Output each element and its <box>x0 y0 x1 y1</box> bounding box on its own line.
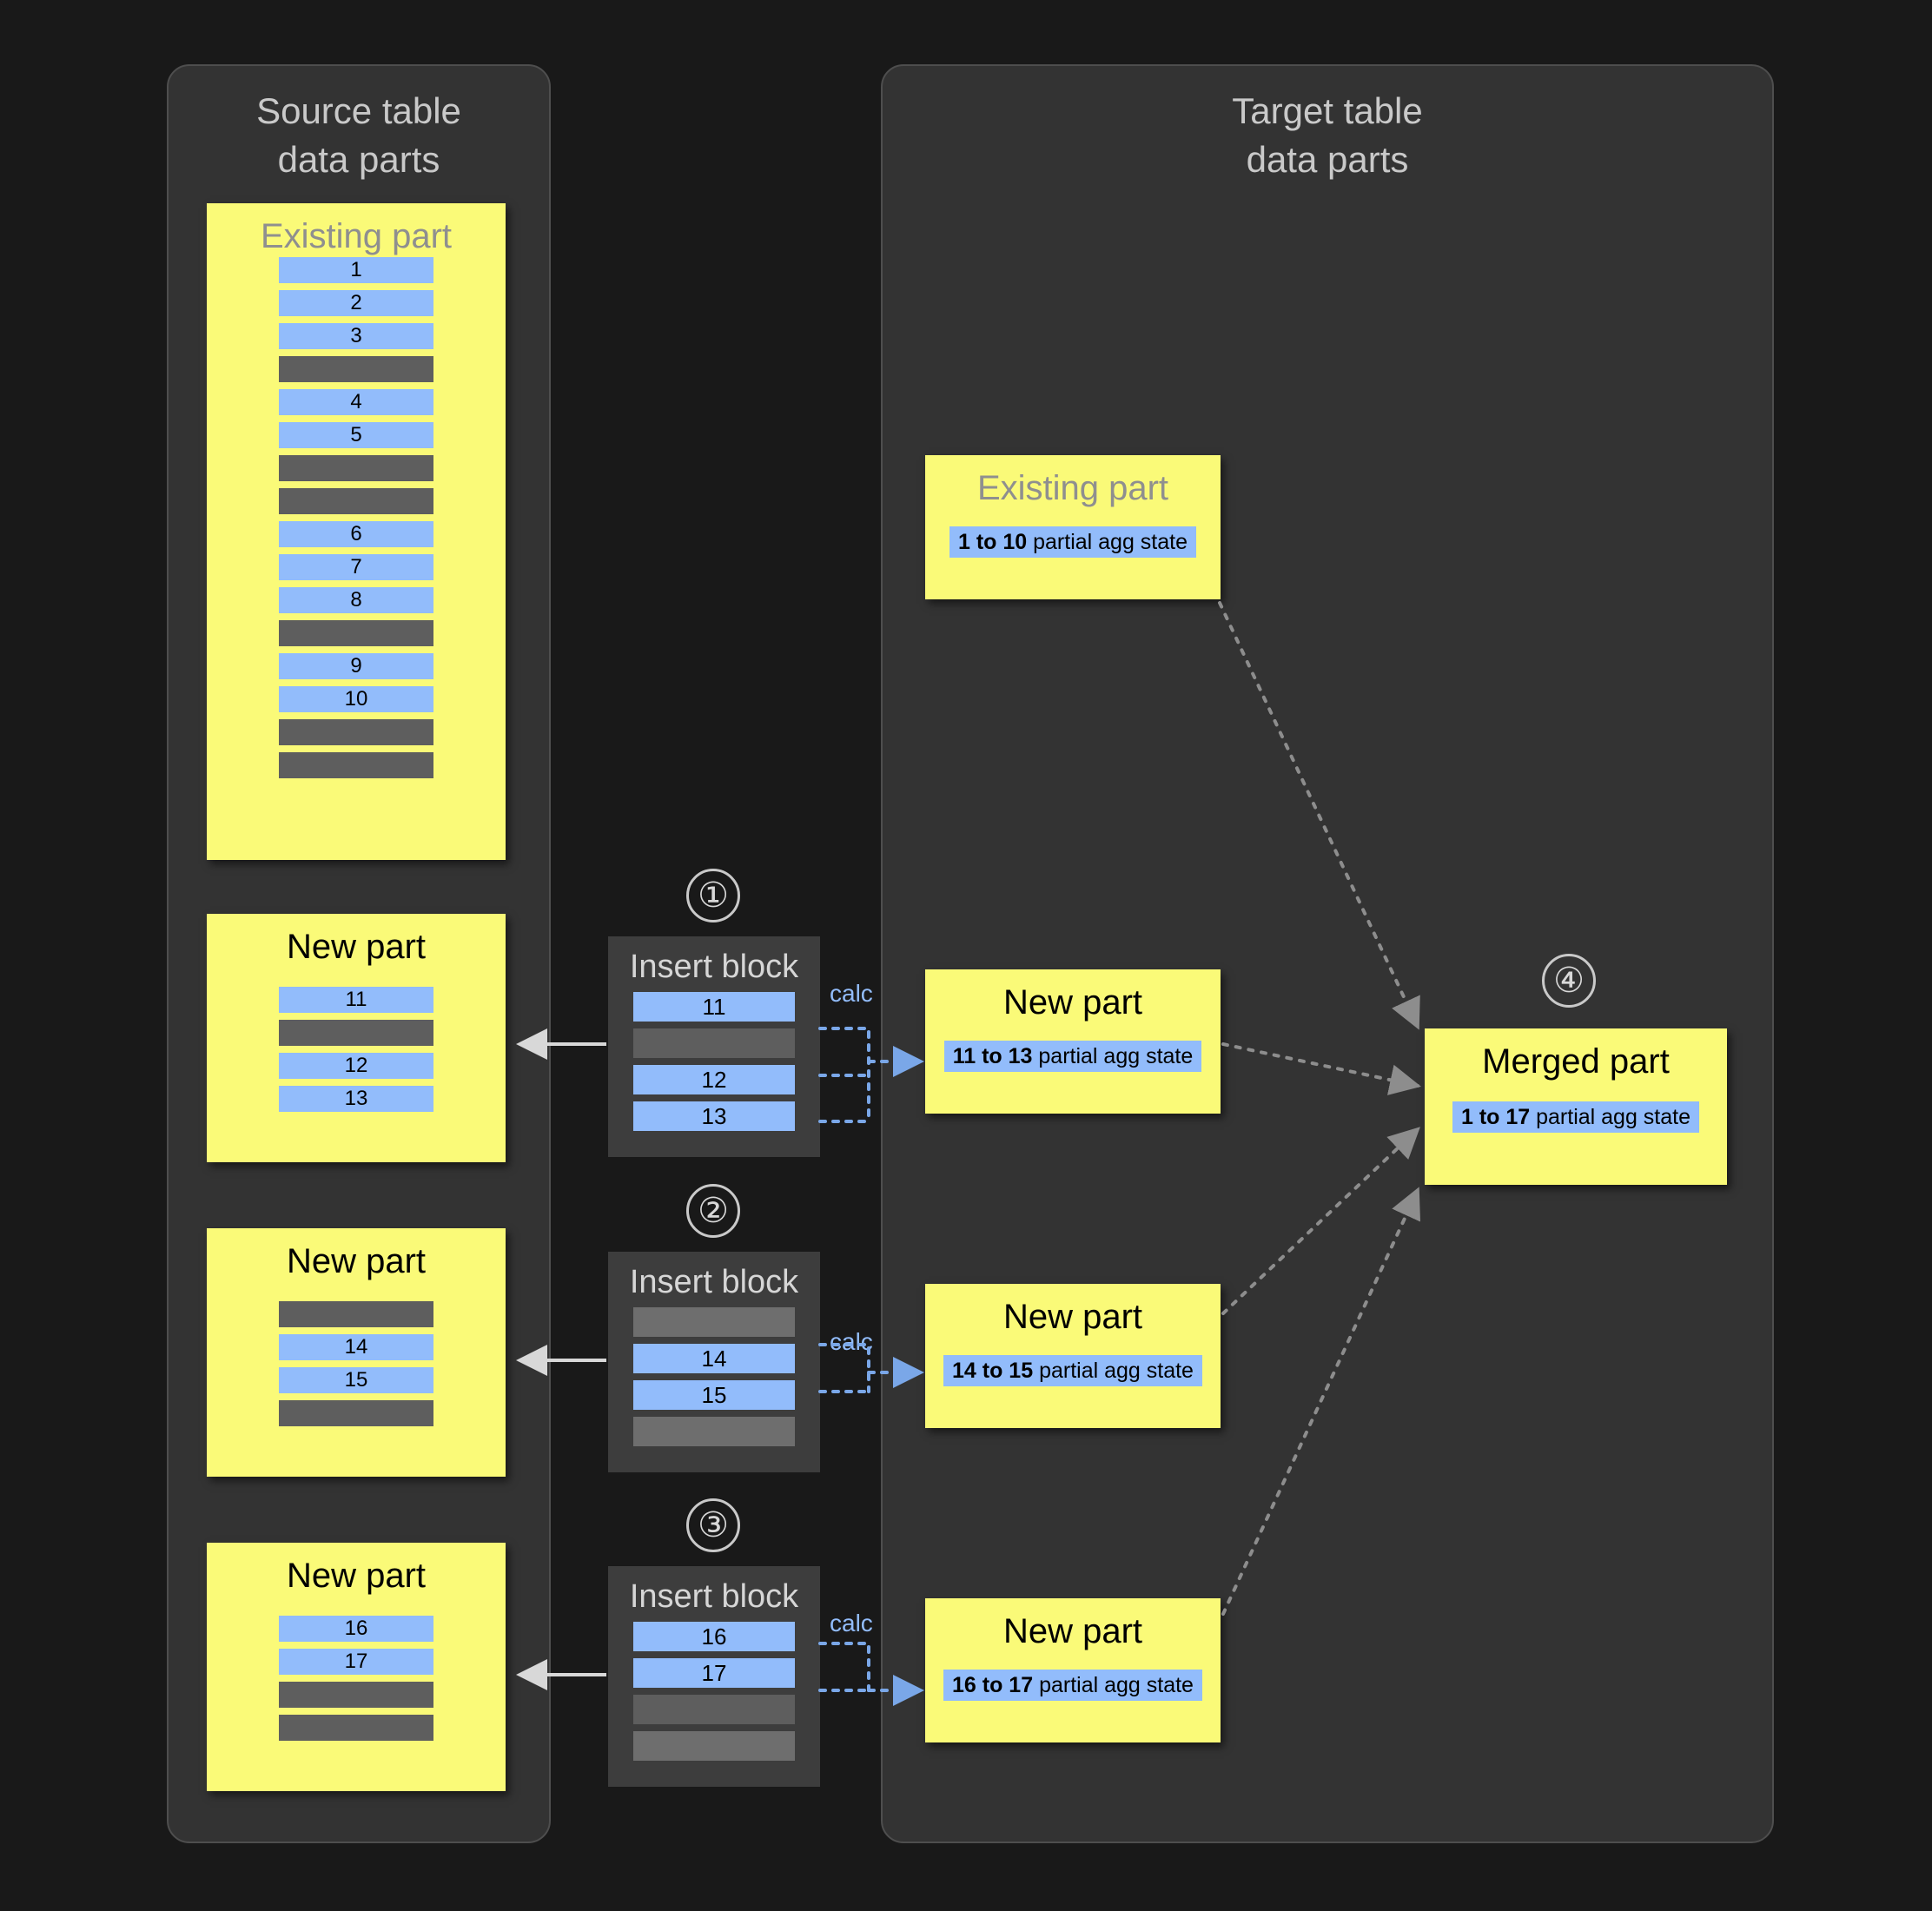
data-row-12: 12 <box>633 1065 795 1094</box>
part-title: New part <box>1002 1612 1143 1650</box>
step-marker-1: ① <box>686 869 740 922</box>
agg-state-pill: 1 to 17 partial agg state <box>1452 1101 1700 1133</box>
part-title: New part <box>1002 983 1143 1022</box>
data-row-13: 13 <box>633 1101 795 1131</box>
part-rows: 1 2 3 4 5 6 7 8 9 10 <box>207 257 506 799</box>
data-row-15: 15 <box>633 1380 795 1410</box>
data-row-14: 14 <box>279 1334 433 1360</box>
agg-range: 1 to 10 <box>957 530 1028 554</box>
insert-block-rows: 11 12 13 <box>608 987 820 1150</box>
part-title: New part <box>286 928 427 966</box>
data-row-empty <box>279 488 433 514</box>
calc-label-1: calc <box>830 980 873 1007</box>
data-row-empty <box>279 1301 433 1327</box>
data-row-2: 2 <box>279 290 433 316</box>
agg-range: 16 to 17 <box>952 1673 1034 1697</box>
agg-suffix: partial agg state <box>1530 1105 1691 1129</box>
target-table-panel: Target table data parts <box>881 64 1774 1843</box>
data-row-10: 10 <box>279 686 433 712</box>
agg-suffix: partial agg state <box>1033 1359 1194 1383</box>
source-existing-part: Existing part 1 2 3 4 5 6 7 8 9 10 <box>207 203 506 860</box>
source-new-part-11-13: New part 11 12 13 <box>207 914 506 1162</box>
part-title: New part <box>286 1557 427 1595</box>
data-row-empty <box>279 752 433 778</box>
data-row-16: 16 <box>279 1616 433 1642</box>
agg-suffix: partial agg state <box>1027 530 1188 554</box>
agg-suffix: partial agg state <box>1033 1673 1194 1697</box>
agg-suffix: partial agg state <box>1032 1044 1194 1068</box>
calc-label-3: calc <box>830 1610 873 1637</box>
data-row-5: 5 <box>279 422 433 448</box>
insert-block-title: Insert block <box>629 949 799 985</box>
data-row-17: 17 <box>279 1649 433 1675</box>
data-row-13: 13 <box>279 1086 433 1112</box>
data-row-empty <box>279 1682 433 1708</box>
data-row-1: 1 <box>279 257 433 283</box>
data-row-empty <box>279 719 433 745</box>
target-existing-part: Existing part 1 to 10 partial agg state <box>925 455 1221 599</box>
agg-state-pill: 14 to 15 partial agg state <box>943 1355 1202 1386</box>
agg-state-pill: 1 to 10 partial agg state <box>949 526 1197 558</box>
data-row-empty <box>279 1020 433 1046</box>
target-new-part-16-17: New part 16 to 17 partial agg state <box>925 1598 1221 1742</box>
part-title: Existing part <box>976 469 1169 507</box>
data-row-empty <box>633 1731 795 1761</box>
target-table-title: Target table data parts <box>1232 90 1423 180</box>
data-row-8: 8 <box>279 587 433 613</box>
insert-block-title: Insert block <box>629 1578 799 1615</box>
step-marker-3: ③ <box>686 1498 740 1552</box>
agg-state-pill: 16 to 17 partial agg state <box>943 1670 1202 1701</box>
part-rows: 11 12 13 <box>207 968 506 1133</box>
agg-range: 14 to 15 <box>952 1359 1034 1383</box>
target-new-part-11-13: New part 11 to 13 partial agg state <box>925 969 1221 1114</box>
step-marker-2: ② <box>686 1184 740 1238</box>
agg-range: 11 to 13 <box>952 1044 1033 1068</box>
step-marker-4: ④ <box>1542 954 1596 1008</box>
agg-state-pill: 11 to 13 partial agg state <box>943 1041 1202 1072</box>
target-merged-part: Merged part 1 to 17 partial agg state <box>1425 1028 1727 1185</box>
data-row-empty <box>279 356 433 382</box>
part-title: New part <box>286 1242 427 1280</box>
source-table-title: Source table data parts <box>256 90 461 180</box>
data-row-11: 11 <box>279 987 433 1013</box>
data-row-empty <box>279 455 433 481</box>
data-row-empty <box>279 1715 433 1741</box>
data-row-15: 15 <box>279 1367 433 1393</box>
data-row-14: 14 <box>633 1344 795 1373</box>
data-row-9: 9 <box>279 653 433 679</box>
data-row-11: 11 <box>633 992 795 1022</box>
data-row-empty <box>279 620 433 646</box>
data-row-empty <box>633 1028 795 1058</box>
insert-block-1: Insert block 11 12 13 <box>608 936 820 1157</box>
data-row-empty <box>633 1695 795 1724</box>
data-row-3: 3 <box>279 323 433 349</box>
data-row-4: 4 <box>279 389 433 415</box>
data-row-16: 16 <box>633 1622 795 1651</box>
calc-label-2: calc <box>830 1328 873 1355</box>
data-row-empty <box>633 1307 795 1337</box>
part-title: Merged part <box>1482 1042 1670 1081</box>
part-title: Existing part <box>260 217 453 255</box>
target-new-part-14-15: New part 14 to 15 partial agg state <box>925 1284 1221 1428</box>
part-title: New part <box>1002 1298 1143 1336</box>
agg-range: 1 to 17 <box>1460 1105 1531 1129</box>
data-row-6: 6 <box>279 521 433 547</box>
data-row-7: 7 <box>279 554 433 580</box>
data-row-empty <box>633 1417 795 1446</box>
data-row-empty <box>279 1400 433 1426</box>
insert-block-title: Insert block <box>629 1264 799 1300</box>
data-row-17: 17 <box>633 1658 795 1688</box>
data-row-12: 12 <box>279 1053 433 1079</box>
